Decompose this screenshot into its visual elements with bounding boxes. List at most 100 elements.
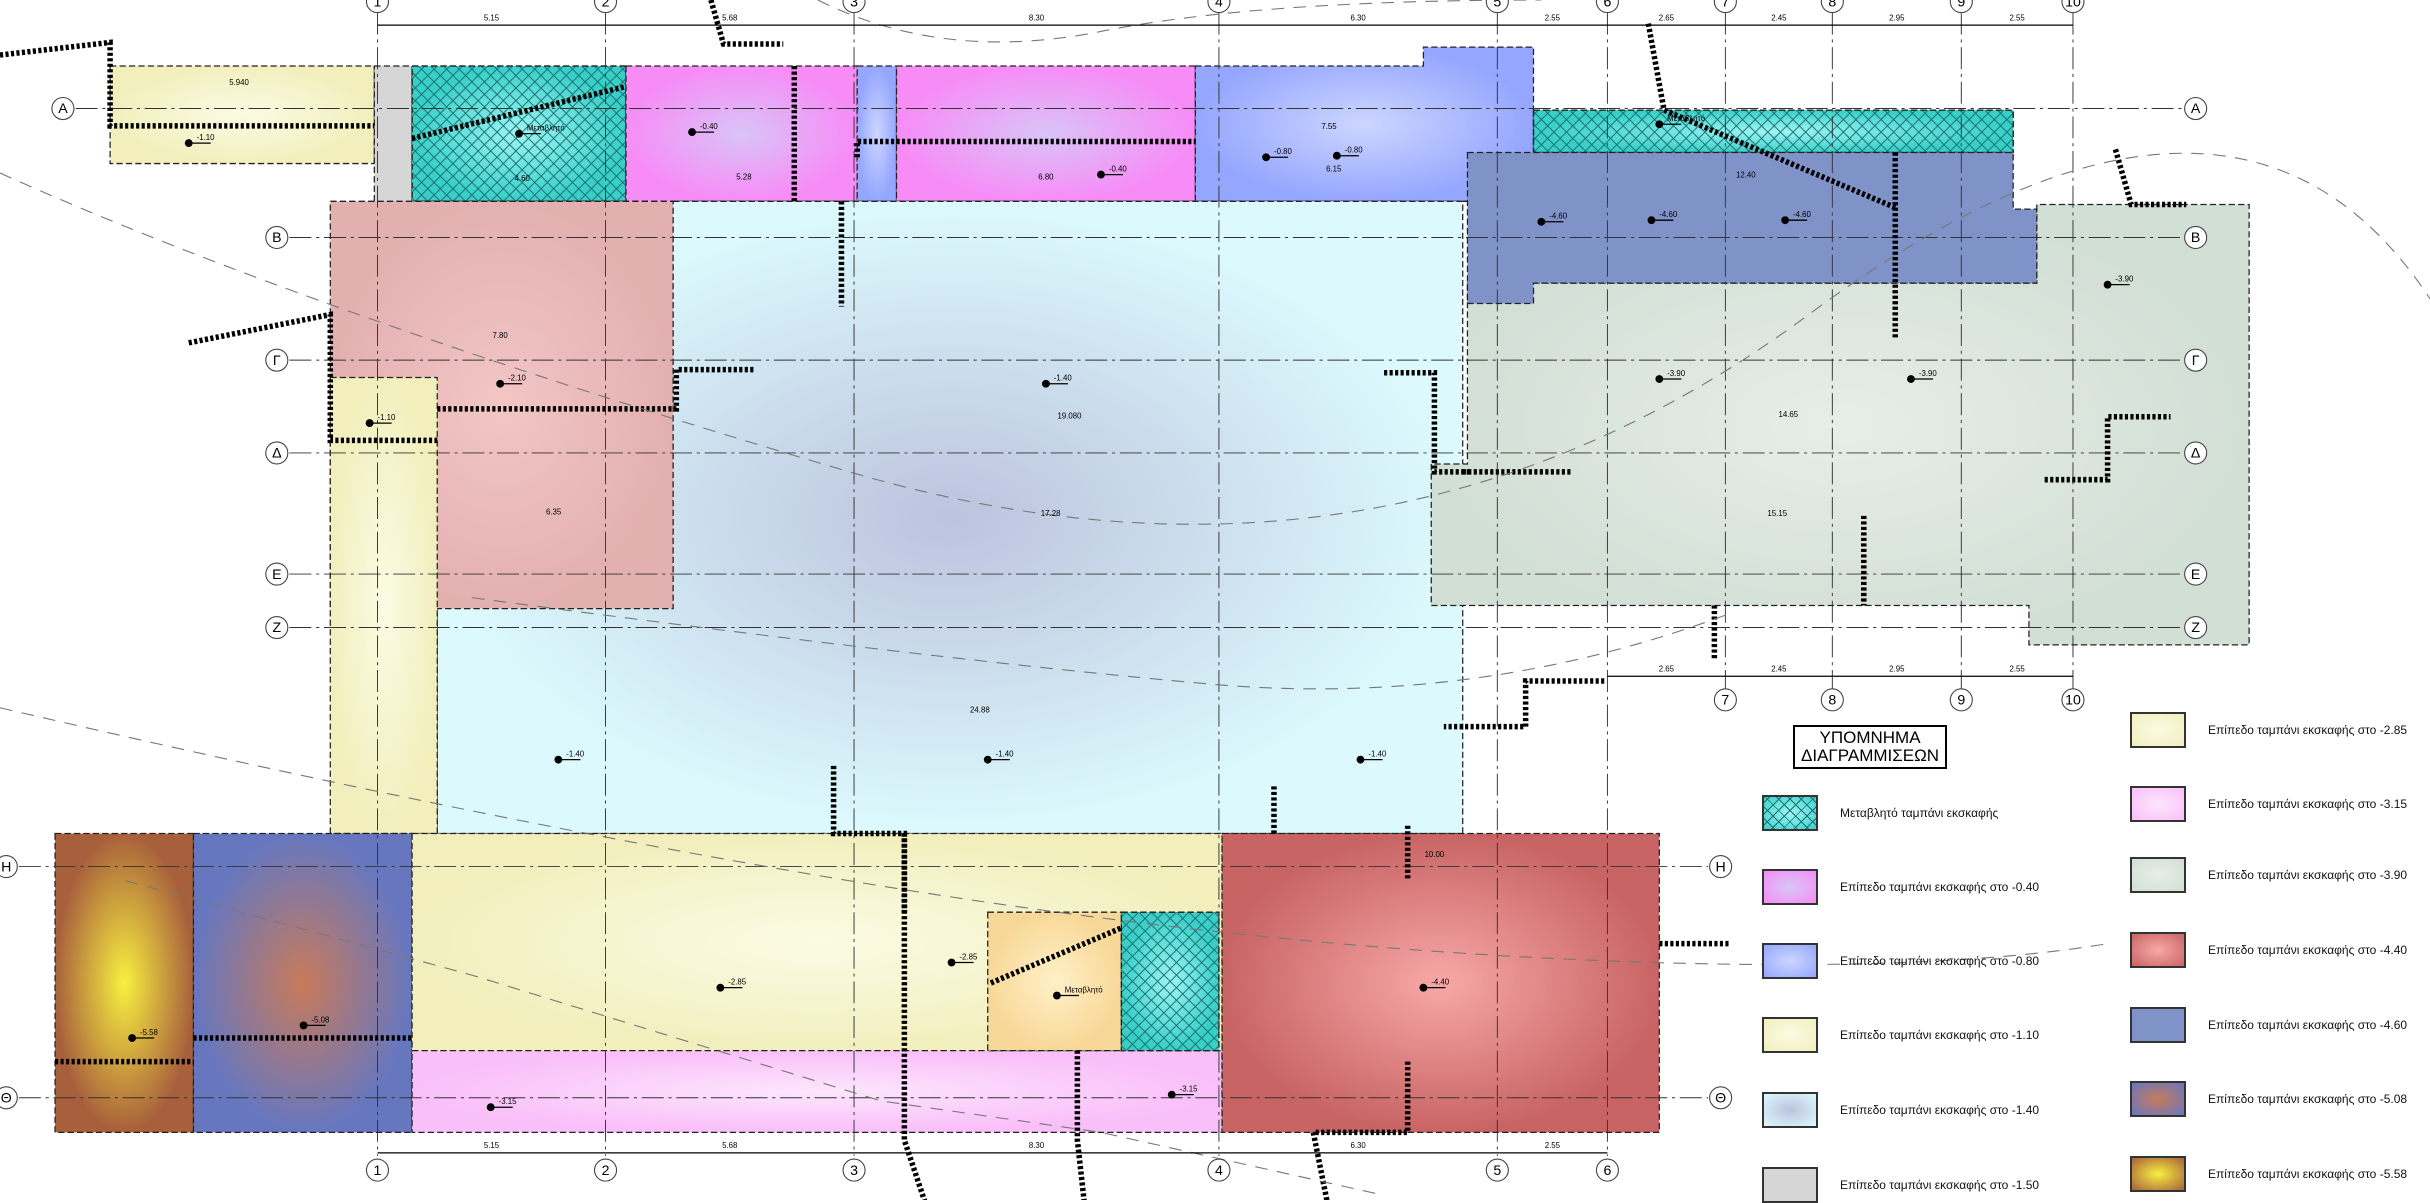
mid-dimension: 2.65 bbox=[1659, 665, 1675, 674]
legend-title: ΥΠΟΜΝΗΜΑ ΔΙΑΓΡΑΜΜΙΣΕΩΝ bbox=[1793, 725, 1948, 769]
level-marker: -1.40 bbox=[1041, 374, 1073, 388]
level-label: -1.40 bbox=[1054, 374, 1073, 383]
inner-dimension: 5.28 bbox=[736, 172, 752, 181]
legend-swatch bbox=[2130, 932, 2186, 968]
level-marker: -1.40 bbox=[1356, 749, 1387, 764]
legend-item: Επίπεδο ταμπάνι εκσκαφής στο -4.40 bbox=[2130, 932, 2407, 968]
grid-bubble-row-E: E bbox=[265, 562, 289, 586]
legend-label: Επίπεδο ταμπάνι εκσκαφής στο -3.15 bbox=[2208, 797, 2408, 811]
legend-item: Επίπεδο ταμπάνι εκσκαφής στο -1.50 bbox=[1762, 1167, 2039, 1203]
level-label: -3.90 bbox=[2115, 275, 2134, 284]
legend-item: Επίπεδο ταμπάνι εκσκαφής στο -5.58 bbox=[2130, 1156, 2407, 1192]
mid-dimension: 2.45 bbox=[1771, 665, 1787, 674]
level-label: -1.10 bbox=[197, 133, 216, 142]
grid-bubble-col-4: 44 bbox=[1207, 0, 1231, 1182]
inner-dimension: 7.80 bbox=[493, 331, 509, 340]
legend-label: Επίπεδο ταμπάνι εκσκαφής στο -1.40 bbox=[1840, 1103, 2040, 1117]
level-label: -4.40 bbox=[1431, 978, 1450, 987]
bottom-dimension: 8.30 bbox=[1029, 1141, 1045, 1150]
grid-col-label: 8 bbox=[1828, 0, 1836, 9]
legend-label: Επίπεδο ταμπάνι εκσκαφής στο -2.85 bbox=[2208, 723, 2408, 737]
legend-item: Επίπεδο ταμπάνι εκσκαφής στο -3.90 bbox=[2130, 857, 2407, 893]
grid-row-label: B bbox=[272, 229, 281, 245]
grid-row-label: Θ bbox=[1, 1089, 12, 1105]
zone-level-0-40-b bbox=[895, 65, 1196, 202]
grid-bubble-row-Z: Z bbox=[2184, 615, 2208, 640]
legend-title-line1: ΥΠΟΜΝΗΜΑ bbox=[1819, 728, 1921, 747]
grid-col-label-bottom: 8 bbox=[1828, 692, 1836, 708]
level-marker: Μεταβλητό bbox=[1053, 985, 1104, 1000]
top-dimension: 2.65 bbox=[1659, 13, 1675, 22]
top-dimension: 5.15 bbox=[484, 13, 500, 22]
grid-col-label-bottom: 5 bbox=[1493, 1162, 1501, 1178]
legend-label: Μεταβλητό ταμπάνι εκσκαφής bbox=[1840, 806, 1999, 820]
legend-item: Επίπεδο ταμπάνι εκσκαφής στο -3.15 bbox=[2130, 786, 2407, 822]
level-marker: -1.10 bbox=[365, 413, 396, 427]
mid-dimension: 2.55 bbox=[2009, 665, 2025, 674]
legend-item: Επίπεδο ταμπάνι εκσκαφής στο -0.80 bbox=[1762, 943, 2039, 979]
grid-bubble-col-8: 88 bbox=[1820, 0, 1844, 712]
bottom-dimension: 6.30 bbox=[1350, 1141, 1366, 1150]
level-label: -0.40 bbox=[1109, 164, 1128, 173]
level-marker: -0.40 bbox=[688, 122, 719, 137]
level-label: -3.90 bbox=[1919, 369, 1938, 378]
grid-lines bbox=[18, 12, 2184, 1156]
level-marker: -1.40 bbox=[554, 749, 585, 764]
level-marker: -4.60 bbox=[1537, 212, 1568, 226]
level-label: -4.60 bbox=[1549, 212, 1568, 221]
level-label: Μεταβλητό bbox=[1065, 985, 1104, 994]
grid-row-label: Δ bbox=[2191, 445, 2201, 461]
level-label: Μεταβλητό bbox=[527, 124, 566, 133]
grid-bubble-row-Θ: Θ bbox=[0, 1086, 18, 1110]
level-marker: -3.90 bbox=[2103, 275, 2134, 289]
excavation-zones bbox=[54, 46, 2250, 1134]
level-marker: -5.58 bbox=[128, 1028, 159, 1042]
level-label: -4.60 bbox=[1793, 210, 1812, 219]
grid-bubble-row-E: E bbox=[2184, 562, 2208, 586]
grid-col-label: 3 bbox=[850, 0, 858, 9]
legend-swatch bbox=[2130, 857, 2186, 893]
bottom-dimension: 5.68 bbox=[722, 1141, 738, 1150]
grid-bubble-row-Δ: Δ bbox=[265, 441, 289, 465]
grid-bubble-row-H: H bbox=[1709, 855, 1733, 879]
level-marker: Μεταβλητό bbox=[1655, 114, 1706, 129]
inner-dimension: 15.15 bbox=[1767, 509, 1787, 518]
level-marker: -4.60 bbox=[1781, 210, 1812, 225]
level-marker: -0.80 bbox=[1332, 146, 1363, 160]
legend-swatch bbox=[2130, 786, 2186, 822]
level-markers: -1.10-0.40-0.40-0.80-0.80ΜεταβλητόΜεταβλ… bbox=[128, 114, 2134, 1112]
top-dimension: 2.55 bbox=[1545, 13, 1561, 22]
grid-col-label: 9 bbox=[1957, 0, 1965, 9]
grid-bubble-col-3: 33 bbox=[842, 0, 866, 1182]
grid-row-label: Δ bbox=[272, 445, 282, 461]
level-marker: -4.60 bbox=[1647, 210, 1678, 225]
grid-bubble-row-B: B bbox=[265, 225, 289, 250]
grid-bubble-row-B: B bbox=[2184, 225, 2208, 250]
grid-col-label: 5 bbox=[1493, 0, 1501, 9]
inner-dimension: 7.55 bbox=[1321, 122, 1337, 131]
level-label: -0.40 bbox=[700, 122, 719, 131]
legend-swatch bbox=[1762, 869, 1818, 905]
grid-row-label: Z bbox=[2191, 619, 2200, 635]
top-dimension: 5.68 bbox=[722, 13, 738, 22]
level-label: -3.15 bbox=[499, 1097, 518, 1106]
zone-level-0-40-a bbox=[625, 65, 858, 202]
grid-col-label-bottom: 6 bbox=[1603, 1162, 1611, 1178]
legend-swatch bbox=[2130, 1156, 2186, 1192]
level-label: -1.40 bbox=[996, 749, 1015, 758]
grid-bubble-row-A: A bbox=[51, 96, 75, 121]
zone-level-0-80-strip bbox=[856, 65, 898, 202]
grid-col-label: 1 bbox=[374, 0, 382, 9]
zone-level-5-58 bbox=[54, 832, 195, 1134]
legend-item: Επίπεδο ταμπάνι εκσκαφής στο -2.85 bbox=[2130, 712, 2407, 748]
grid-col-label: 10 bbox=[2065, 0, 2081, 9]
inner-dimension: 6.35 bbox=[546, 507, 562, 516]
level-label: -2.10 bbox=[508, 374, 527, 383]
grid-bubble-col-9: 99 bbox=[1949, 0, 1973, 712]
legend-item: Επίπεδο ταμπάνι εκσκαφής στο -4.60 bbox=[2130, 1007, 2407, 1043]
grid-row-label: H bbox=[1, 858, 11, 874]
zone-level-1-50 bbox=[373, 65, 413, 206]
level-marker: -3.90 bbox=[1907, 369, 1937, 383]
